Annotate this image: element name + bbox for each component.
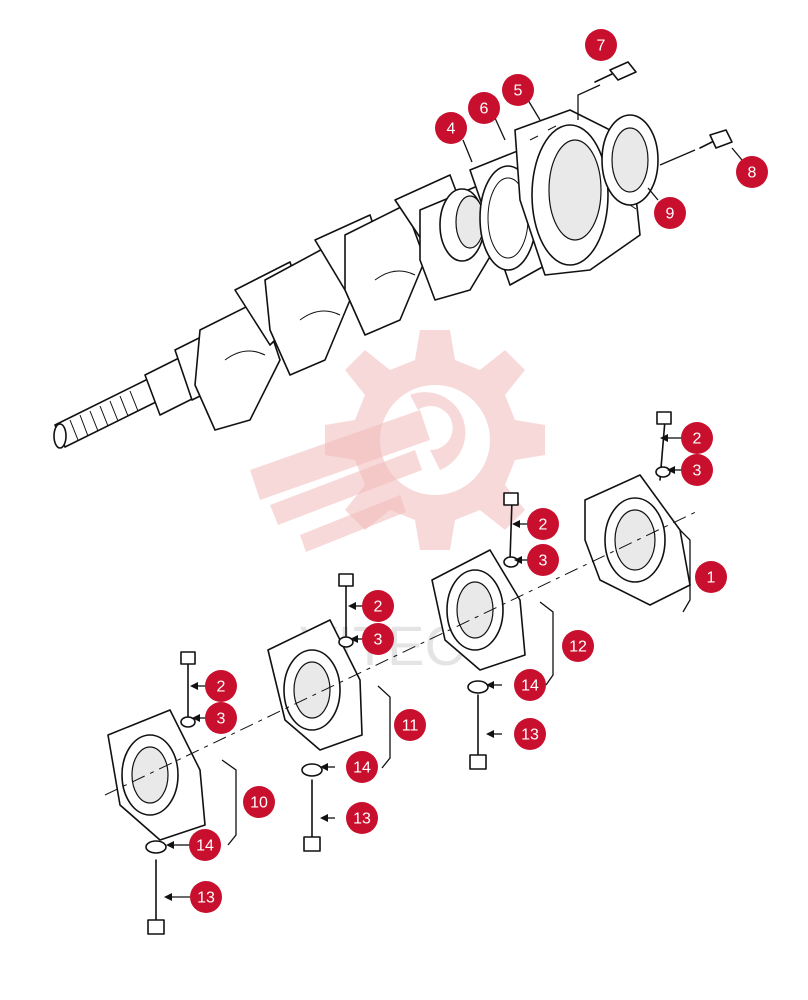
callout-badge-2: 2 xyxy=(527,508,559,540)
callout-badge-14: 14 xyxy=(346,751,378,783)
bearing-cap-11 xyxy=(267,573,363,852)
watermark-logo: VITEC xyxy=(250,330,545,677)
callout-badge-5: 5 xyxy=(502,74,534,106)
callout-label: 3 xyxy=(693,463,702,480)
callout-badge-2: 2 xyxy=(205,670,237,702)
bearing-cap-12 xyxy=(431,492,526,770)
callout-label: 11 xyxy=(402,718,419,735)
callout-badge-13: 13 xyxy=(190,881,222,913)
callout-label: 7 xyxy=(597,38,606,55)
callout-label: 2 xyxy=(693,431,702,448)
callout-label: 2 xyxy=(217,679,226,696)
callout-badge-13: 13 xyxy=(346,802,378,834)
leader-lines xyxy=(164,99,743,901)
callout-badge-1: 1 xyxy=(695,561,727,593)
callout-badge-14: 14 xyxy=(514,669,546,701)
callout-label: 14 xyxy=(196,838,214,855)
callout-badge-12: 12 xyxy=(562,630,594,662)
callout-label: 13 xyxy=(197,890,215,907)
callout-badge-8: 8 xyxy=(736,156,768,188)
oil-seal-9 xyxy=(601,114,659,206)
callout-label: 6 xyxy=(480,101,489,118)
callout-badge-4: 4 xyxy=(435,112,467,144)
callout-label: 10 xyxy=(250,795,268,812)
callout-label: 2 xyxy=(374,599,383,616)
callout-label: 12 xyxy=(569,639,587,656)
callout-label: 3 xyxy=(374,632,383,649)
centre-line xyxy=(104,509,701,796)
callout-label: 3 xyxy=(539,553,548,570)
callout-badge-9: 9 xyxy=(654,197,686,229)
crankshaft xyxy=(53,174,501,449)
callout-badge-3: 3 xyxy=(527,544,559,576)
callout-badge-2: 2 xyxy=(362,590,394,622)
bolt-7 xyxy=(577,61,637,120)
callout-label: 14 xyxy=(521,678,539,695)
callout-badge-6: 6 xyxy=(468,92,500,124)
callout-badge-3: 3 xyxy=(681,454,713,486)
callout-badge-14: 14 xyxy=(189,829,221,861)
callout-badge-2: 2 xyxy=(681,422,713,454)
callout-label: 4 xyxy=(447,121,456,138)
callout-label: 5 xyxy=(514,83,523,100)
bearing-cap-1 xyxy=(584,411,691,606)
bearing-cap-10 xyxy=(107,651,206,935)
callout-label: 13 xyxy=(353,811,371,828)
callout-label: 8 xyxy=(748,165,757,182)
callout-label: 3 xyxy=(217,711,226,728)
callout-badge-3: 3 xyxy=(205,702,237,734)
callout-label: 13 xyxy=(521,727,539,744)
callout-badge-10: 10 xyxy=(243,786,275,818)
callout-label: 1 xyxy=(707,570,716,587)
callout-label: 2 xyxy=(539,517,548,534)
callout-label: 14 xyxy=(353,760,371,777)
washers xyxy=(145,466,671,854)
callout-label: 9 xyxy=(666,206,675,223)
callout-badge-13: 13 xyxy=(514,718,546,750)
callout-badge-3: 3 xyxy=(362,623,394,655)
bolt-8 xyxy=(659,129,733,166)
callout-badge-11: 11 xyxy=(394,709,426,741)
callout-badge-7: 7 xyxy=(585,29,617,61)
